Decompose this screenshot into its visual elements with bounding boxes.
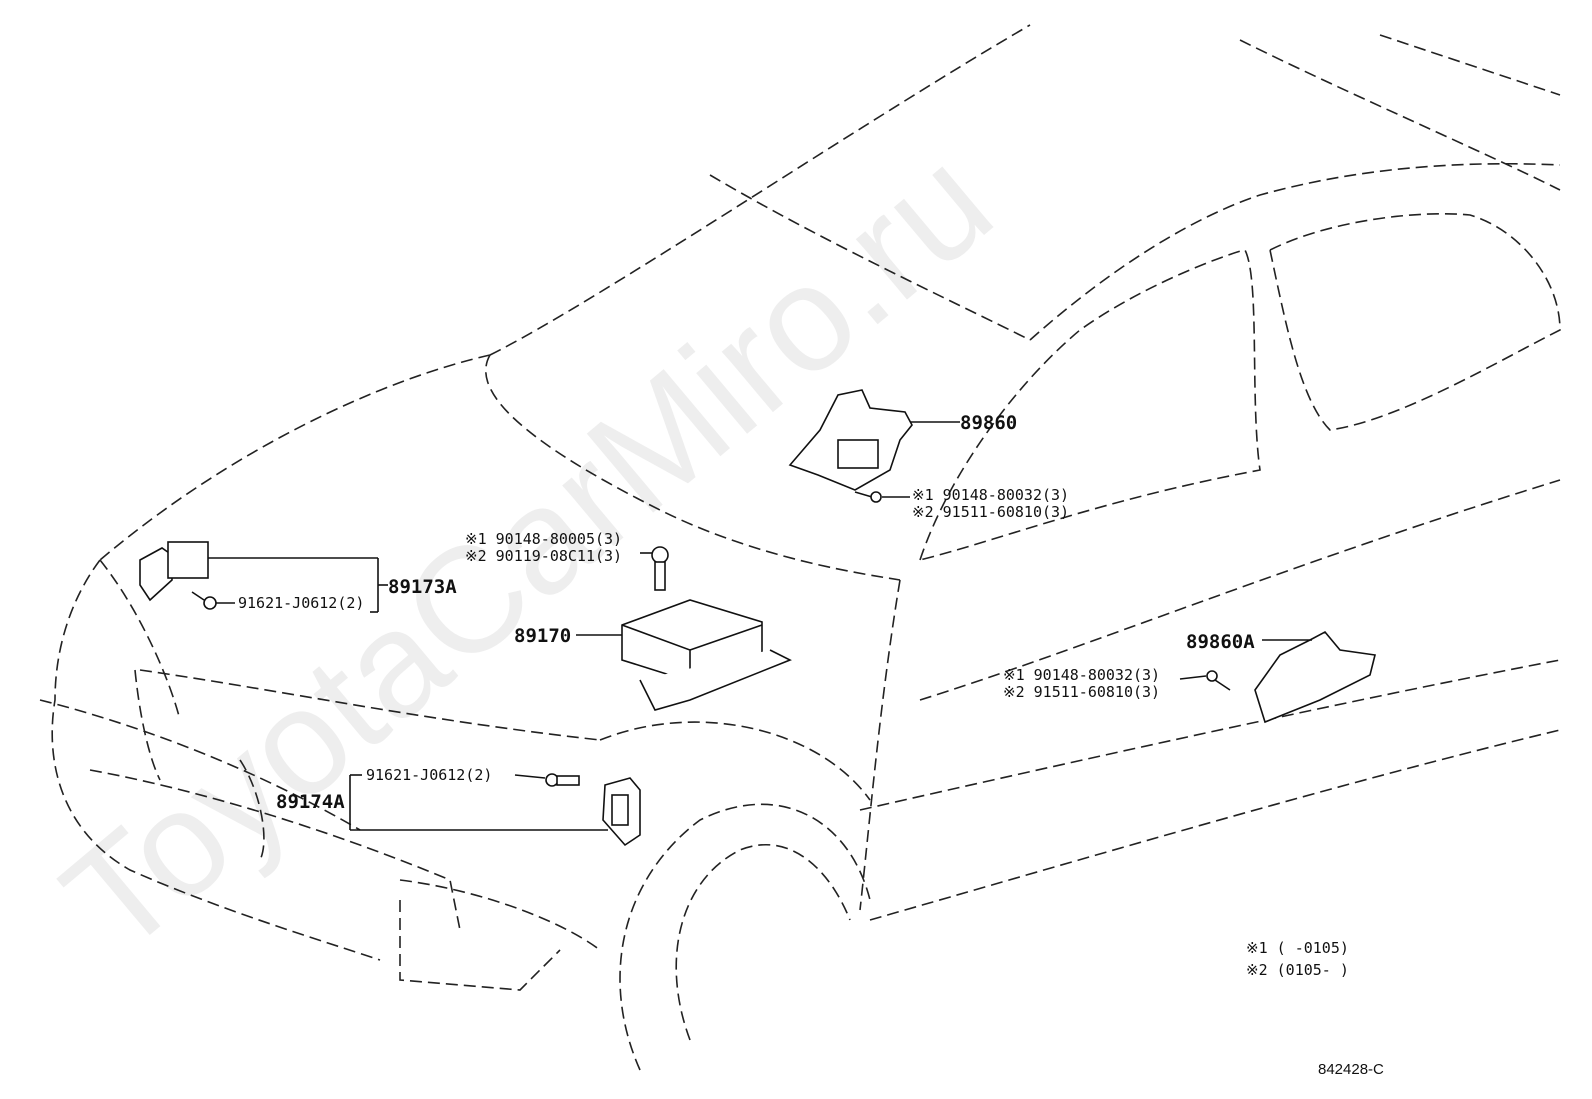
label-89174A: 89174A [276, 791, 345, 813]
note-89170-1: ※1 90148-80005(3) [465, 530, 622, 548]
part-89173A-sensor [139, 541, 388, 613]
note-89860A-1: ※1 90148-80032(3) [1003, 666, 1160, 684]
note-89860-2: ※2 91511-60810(3) [912, 503, 1069, 521]
bolt-89860 [854, 491, 910, 503]
label-89173A: 89173A [388, 576, 457, 598]
bolt-89174A [514, 773, 580, 787]
label-89860: 89860 [960, 412, 1017, 434]
part-89860-sensor [788, 389, 960, 491]
part-89860A-sensor [1254, 630, 1376, 724]
legend-note-2: ※2 (0105- ) [1246, 961, 1349, 979]
note-89860-1: ※1 90148-80032(3) [912, 486, 1069, 504]
bolt-89170 [640, 546, 669, 591]
bolt-89860A [1179, 670, 1231, 691]
label-89860A: 89860A [1186, 631, 1255, 653]
note-89860A-2: ※2 91511-60810(3) [1003, 683, 1160, 701]
car-outline [39, 24, 1561, 1071]
bolt-89173A [191, 591, 235, 610]
diagram-id: 842428-C [1318, 1061, 1384, 1078]
label-89170: 89170 [514, 625, 571, 647]
part-89170-module [576, 599, 792, 711]
label-89174A-bolt: 91621-J0612(2) [366, 766, 492, 784]
legend-note-1: ※1 ( -0105) [1246, 939, 1349, 957]
label-89173A-bolt: 91621-J0612(2) [238, 594, 364, 612]
note-89170-2: ※2 90119-08C11(3) [465, 547, 622, 565]
part-89174A-sensor [349, 774, 641, 847]
legend: ※1 ( -0105) ※2 (0105- ) [1246, 939, 1349, 979]
